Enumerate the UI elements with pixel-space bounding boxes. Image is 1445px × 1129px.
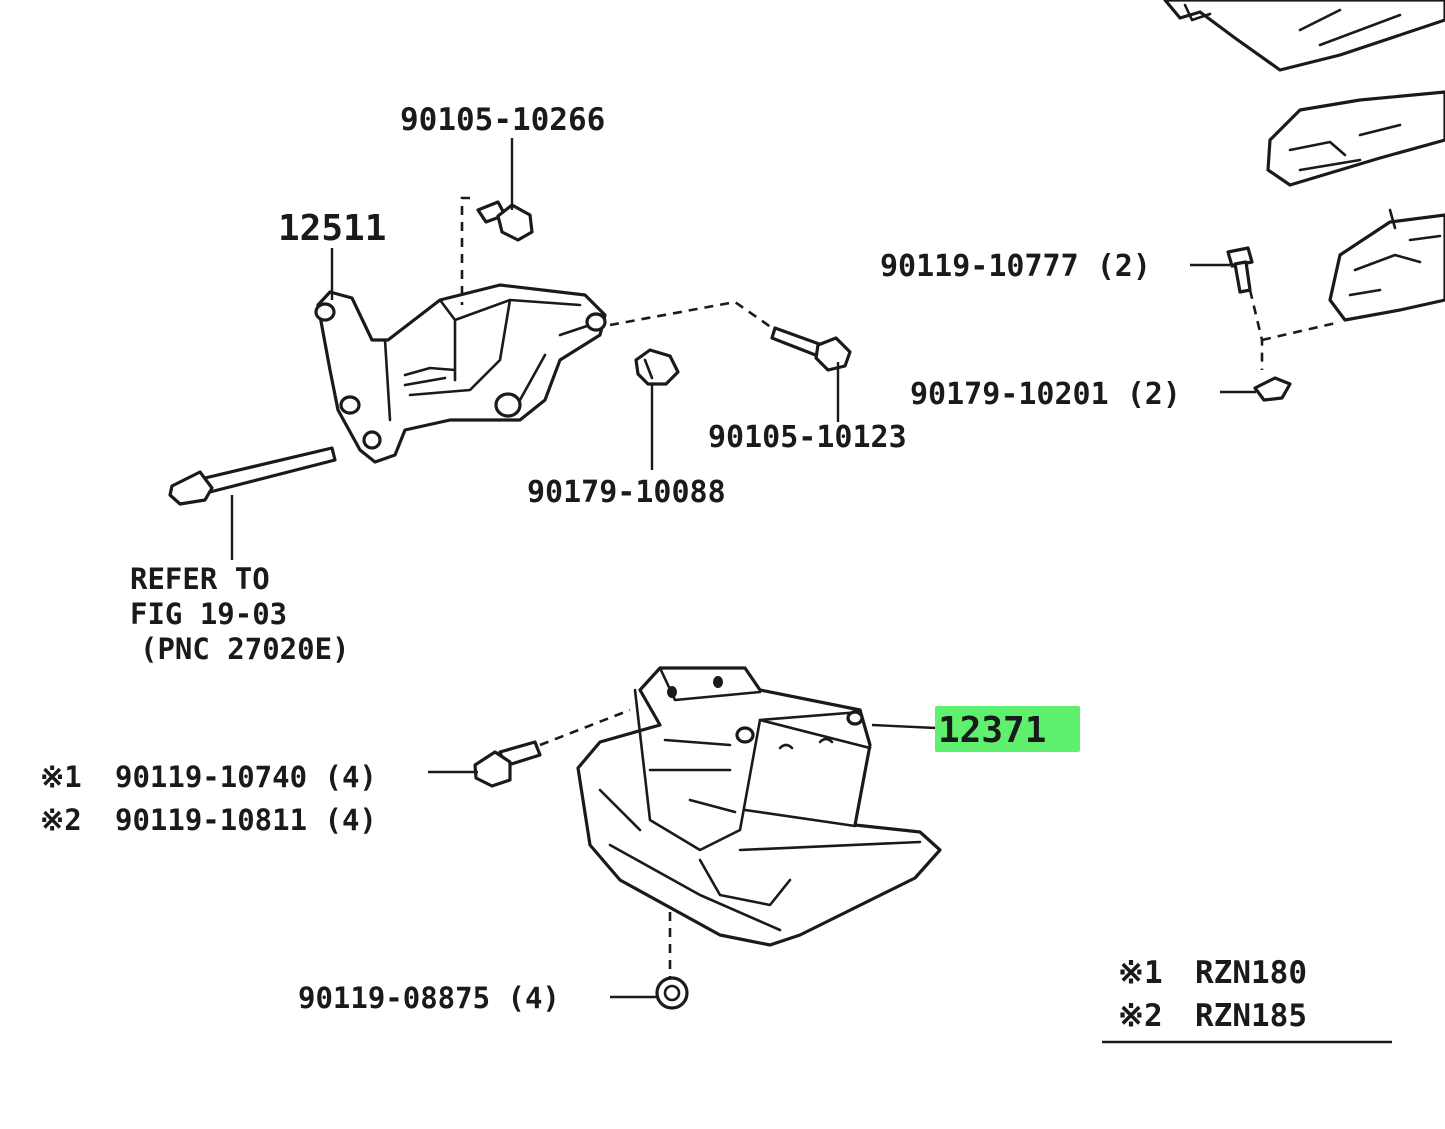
bolt-90105-10266-shape bbox=[476, 200, 534, 242]
bolt-b-marker: ※2 bbox=[40, 803, 82, 837]
bolt-90119-10777-shape bbox=[1226, 246, 1254, 294]
callout-bolt-90105-10123: 90105-10123 bbox=[708, 420, 907, 455]
part-highlight bbox=[935, 706, 1080, 752]
callout-bolt-90105-10266: 90105-10266 bbox=[400, 102, 605, 138]
nut-90179-10088-shape bbox=[634, 348, 680, 386]
reference-note: REFER TO FIG 19-03 (PNC 27020E) bbox=[130, 562, 350, 666]
engine-mount-insulator bbox=[576, 666, 942, 947]
callout-bracket-12511: 12511 bbox=[278, 208, 386, 249]
refer-line-3: (PNC 27020E) bbox=[140, 632, 350, 666]
nut-90119-08875-shape bbox=[655, 976, 689, 1010]
callout-bolt-90119-10811: 90119-10811 (4) bbox=[115, 803, 377, 837]
engine-mount-bracket bbox=[314, 283, 607, 464]
legend-marker-1: ※1 bbox=[1118, 955, 1163, 991]
leader-lines bbox=[230, 138, 1392, 1044]
legend-model-2: RZN185 bbox=[1195, 998, 1307, 1034]
bolt-a-marker: ※1 bbox=[40, 760, 82, 794]
assembly-dashed-lines bbox=[460, 196, 1341, 978]
through-bolt bbox=[168, 446, 337, 506]
callout-nut-90179-10088: 90179-10088 bbox=[527, 475, 726, 510]
callout-bolt-90119-10740: 90119-10740 (4) bbox=[115, 760, 377, 794]
model-legend: ※1 RZN180 ※2 RZN185 bbox=[1118, 955, 1307, 1034]
nut-90179-10201-shape bbox=[1253, 376, 1292, 402]
callout-nut-90119-08875: 90119-08875 (4) bbox=[298, 981, 560, 1015]
transmission-assembly-partial bbox=[1163, 0, 1445, 322]
legend-model-1: RZN180 bbox=[1195, 955, 1307, 991]
refer-line-2: FIG 19-03 bbox=[130, 597, 287, 631]
bolt-90105-10123-shape bbox=[770, 326, 852, 372]
bolt-90119-10740-shape bbox=[473, 740, 542, 788]
legend-marker-2: ※2 bbox=[1118, 998, 1163, 1034]
callout-bolt-90119-10777: 90119-10777 (2) bbox=[880, 249, 1151, 284]
callout-insulator-12371: 12371 bbox=[938, 710, 1046, 751]
callout-nut-90179-10201: 90179-10201 (2) bbox=[910, 377, 1181, 412]
refer-line-1: REFER TO bbox=[130, 562, 270, 596]
